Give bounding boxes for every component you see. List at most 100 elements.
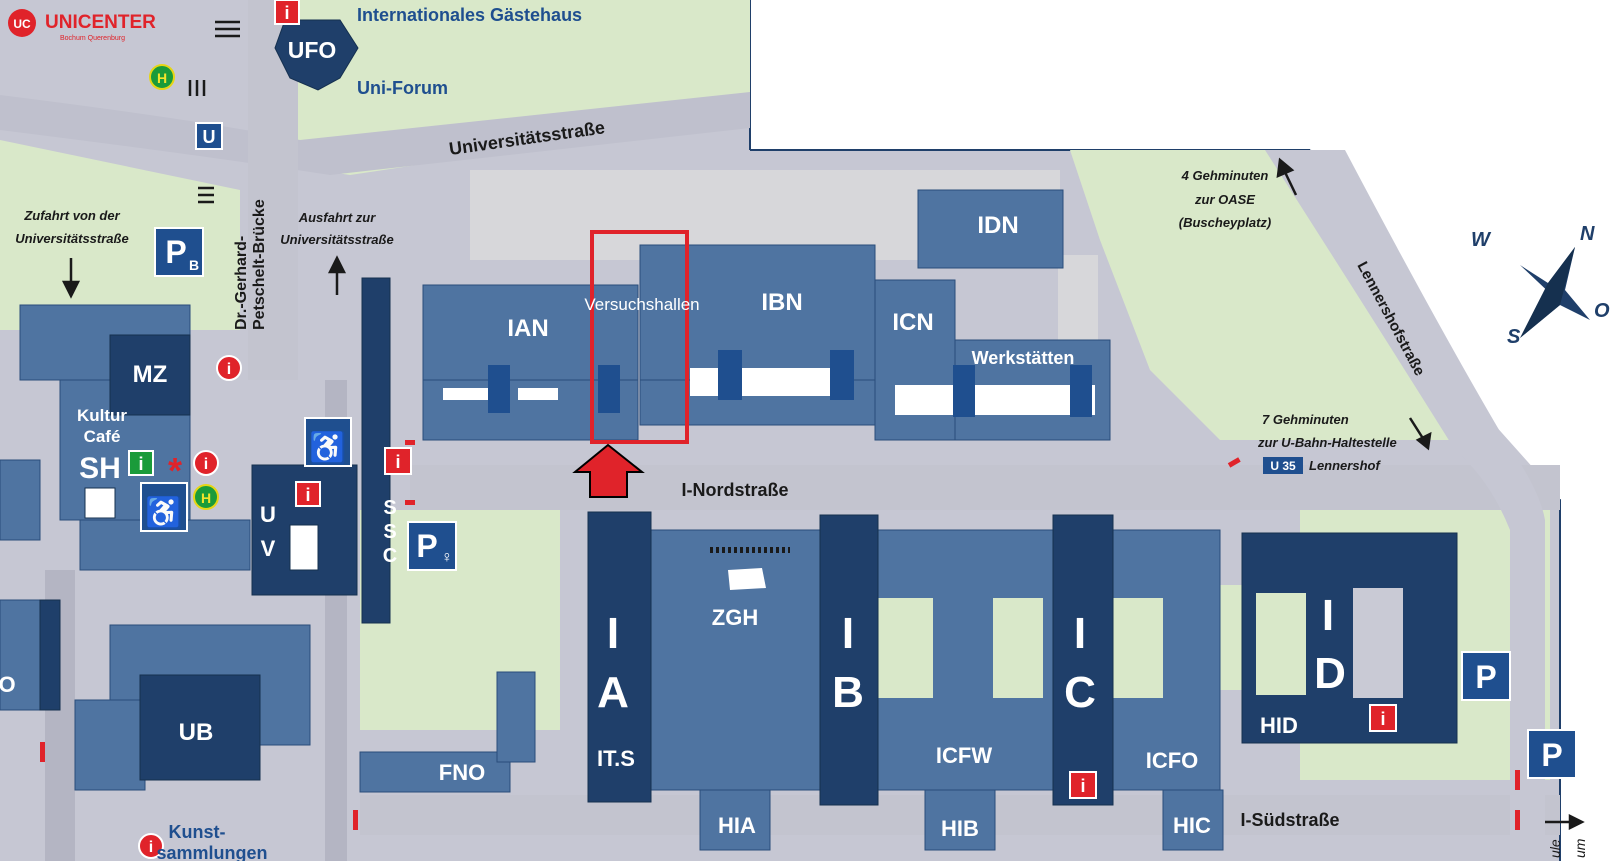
- wheelchair-elevator-icon: [304, 417, 352, 467]
- asterisk-icon: *: [168, 450, 182, 491]
- info-icon-id-label: i: [1380, 709, 1385, 729]
- location-arrow: [572, 443, 645, 498]
- info-circle-icon-mz-label: i: [227, 361, 231, 378]
- building-ub-wing-2: [74, 699, 146, 791]
- unicenter-logo-text: UC: [13, 17, 31, 31]
- parking-southeast-p: P: [1541, 737, 1562, 773]
- building-fno-tower: [496, 671, 536, 763]
- info-icon-uv-label: i: [305, 485, 310, 505]
- ibn-corridor: [690, 368, 850, 396]
- building-ia-label-2: A: [597, 668, 629, 717]
- arrow-down-icon: [61, 258, 81, 299]
- entrance-mark-4: [1515, 770, 1520, 790]
- outside-area: [750, 0, 1613, 861]
- parking-pb-b: B: [189, 257, 199, 273]
- building-hid-label: HID: [1260, 713, 1298, 738]
- building-ub: [139, 674, 261, 781]
- werk-stair-1: [953, 365, 975, 417]
- ausfahrt-label-2: Universitätsstraße: [280, 232, 393, 247]
- bus-stop-icon-2-label: H: [201, 490, 211, 506]
- guesthouse-label: Internationales Gästehaus: [357, 5, 582, 25]
- bus-stop-icon-label: H: [157, 70, 167, 86]
- info-circle-icon-kunst-label: i: [149, 839, 153, 856]
- building-ic-label-1: I: [1074, 609, 1086, 658]
- building-hib-label: HIB: [941, 816, 979, 841]
- arrow-tram-icon: [1408, 417, 1432, 451]
- tram-label-1: 7 Gehminuten: [1262, 412, 1349, 427]
- building-mz-label: MZ: [133, 361, 168, 388]
- building-hia: [699, 789, 771, 851]
- u-bahn-icon: [195, 122, 223, 150]
- edge-side-label: ule: [1547, 839, 1563, 858]
- building-id-label-1: I: [1322, 591, 1334, 640]
- courtyard-2: [993, 598, 1043, 698]
- building-ib-label-1: I: [842, 609, 854, 658]
- ufo-label: UFO: [288, 37, 337, 63]
- ibn-stair-1: [718, 350, 742, 400]
- entrance-mark-6: [40, 742, 45, 762]
- ian-corridor-2: [518, 388, 558, 400]
- info-circle-icon-mz: i: [216, 355, 242, 381]
- tram-label-2: zur U-Bahn-Haltestelle: [1257, 435, 1397, 450]
- building-ssc-label-2: S: [383, 521, 396, 543]
- building-hia-label: HIA: [718, 813, 756, 838]
- info-icon-ic: i: [1069, 771, 1097, 799]
- kunst-label-1: Kunst-: [169, 822, 226, 842]
- info-icon-uv: i: [295, 481, 321, 507]
- werk-stair-2: [1070, 365, 1092, 417]
- info-icon-top-label: i: [284, 3, 289, 23]
- entrance-mark-7: [353, 810, 358, 830]
- unicenter-subtitle: Bochum Querenburg: [60, 35, 125, 42]
- parking-pb-icon: [154, 227, 204, 277]
- ibn-stair-2: [830, 350, 854, 400]
- plaza-grey-2: [1058, 255, 1098, 355]
- info-icon-ssc-label: i: [395, 452, 400, 472]
- building-ic-label-2: C: [1064, 668, 1096, 717]
- stairs-icon: [188, 20, 790, 553]
- building-ian-label: IAN: [507, 315, 548, 342]
- building-ub-label: UB: [179, 719, 214, 746]
- building-ian: [422, 284, 639, 381]
- female-symbol-icon: ♀: [441, 549, 453, 566]
- building-icfo-label: ICFO: [1146, 748, 1199, 773]
- oase-label-2: zur OASE: [1194, 192, 1255, 207]
- building-its-label: IT.S: [597, 746, 635, 771]
- building-sh-label: SH: [79, 452, 121, 485]
- versuchshallen-label: Versuchshallen: [584, 295, 699, 314]
- compass-rose-icon: [1520, 247, 1590, 338]
- parking-pb-p: P: [165, 234, 186, 270]
- ian-corridor: [443, 388, 498, 400]
- building-icn: [874, 279, 956, 441]
- building-ibn-label: IBN: [761, 289, 802, 316]
- wheelchair-glyph: ♿: [309, 430, 346, 465]
- compass-o: O: [1594, 300, 1610, 322]
- entrance-mark-1: [405, 440, 415, 445]
- info-circle-icon-kunst: i: [138, 833, 164, 859]
- entrance-mark-2: [405, 500, 415, 505]
- arrow-right-icon: [1545, 813, 1585, 831]
- u-bahn-icon-label: U: [203, 127, 216, 147]
- building-zgh-label: ZGH: [712, 605, 758, 630]
- building-west-2: [0, 459, 41, 541]
- info-circle-icon-sh-label: i: [204, 456, 208, 473]
- parking-east-p: P: [1475, 659, 1496, 695]
- parking-southeast-icon: [1527, 729, 1577, 779]
- building-mz: [109, 334, 191, 416]
- ausfahrt-label-1: Ausfahrt zur: [298, 210, 377, 225]
- building-ufo: [274, 19, 359, 91]
- courtyard-1: [878, 598, 933, 698]
- kultur-label-2: Café: [84, 427, 121, 446]
- entrance-mark-3: [1227, 457, 1241, 468]
- edge-side-label-2: um: [1572, 838, 1588, 858]
- ian-stair-2: [598, 365, 620, 413]
- zgh-inner: [728, 568, 766, 590]
- info-circle-icon-sh: i: [193, 450, 219, 476]
- building-ssc-label-1: S: [383, 497, 396, 519]
- universitaetsstrasse-road: [0, 92, 750, 175]
- building-hib: [924, 789, 996, 851]
- building-hic: [1162, 789, 1224, 851]
- parking-women-p: P: [416, 528, 437, 564]
- id-courtyard-1: [1256, 593, 1306, 695]
- id-courtyard-2: [1353, 588, 1403, 698]
- uv-inner: [289, 524, 319, 571]
